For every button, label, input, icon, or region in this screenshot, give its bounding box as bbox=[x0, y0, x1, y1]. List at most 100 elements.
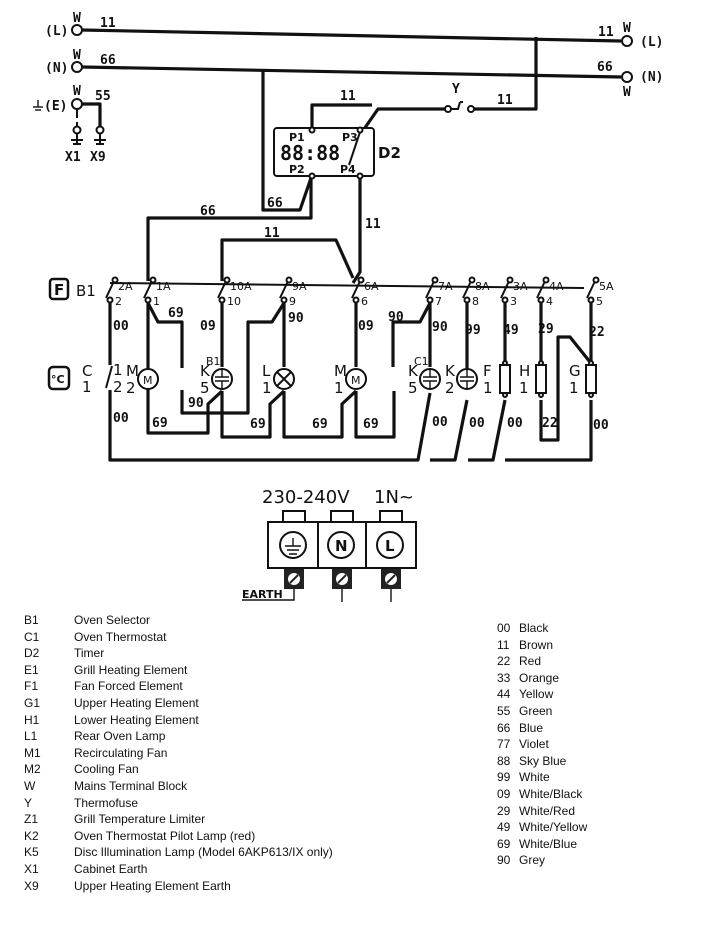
terminal-label: 2 bbox=[115, 295, 122, 308]
earth-label: EARTH bbox=[242, 588, 283, 601]
wire-code-label: 22 bbox=[589, 325, 605, 340]
component-desc: Mains Terminal Block bbox=[74, 778, 188, 793]
label-l-left: (L) bbox=[45, 24, 68, 39]
terminal-label: 10 bbox=[227, 295, 241, 308]
component-desc: Disc Illumination Lamp (Model 6AKP613/IX… bbox=[74, 845, 333, 860]
component-desc: Timer bbox=[74, 646, 105, 661]
component-code: X9 bbox=[24, 878, 39, 893]
colour-code: 29 bbox=[497, 803, 511, 818]
component-f1: F1 bbox=[483, 360, 511, 398]
component-desc: Fan Forced Element bbox=[74, 679, 183, 694]
colour-code: 90 bbox=[497, 853, 511, 868]
contact-label: 6A bbox=[364, 280, 379, 293]
wire-code-label: 90 bbox=[388, 310, 404, 325]
wire-code-label: 66 bbox=[267, 196, 283, 211]
component-desc: Upper Heating Element Earth bbox=[74, 878, 231, 893]
terminal-label: 4 bbox=[546, 295, 553, 308]
colour-name: Yellow bbox=[519, 687, 554, 702]
component-num: 1 bbox=[334, 379, 344, 397]
terminal-label: 5 bbox=[596, 295, 603, 308]
terminal-n-left bbox=[71, 61, 83, 73]
component-desc: Upper Heating Element bbox=[74, 695, 199, 710]
component-code: E1 bbox=[24, 662, 39, 677]
component-desc: Grill Temperature Limiter bbox=[74, 812, 206, 827]
thermostat-symbol: °C bbox=[51, 373, 65, 386]
supply-terminal-block: 230-240V 1N~ N L EARTH bbox=[242, 487, 417, 602]
component-desc: Grill Heating Element bbox=[74, 662, 188, 677]
label-x1: X1 bbox=[65, 150, 81, 165]
wire-code-label: 69 bbox=[312, 417, 328, 432]
legend-component-item: X9 Upper Heating Element Earth bbox=[24, 878, 333, 895]
wire-code-label: 09 bbox=[358, 319, 374, 334]
colour-code: 66 bbox=[497, 720, 511, 735]
label-n-right: (N) bbox=[640, 70, 663, 85]
component-code: C1 bbox=[24, 629, 40, 644]
component-m2: MM2 bbox=[126, 362, 159, 397]
component-num: 1 bbox=[262, 379, 272, 397]
label-w: W bbox=[623, 85, 631, 100]
selector-contact: 3A3 bbox=[500, 276, 528, 308]
colour-name: Brown bbox=[519, 637, 554, 652]
colour-code: 49 bbox=[497, 820, 511, 835]
wire-66-selector bbox=[146, 178, 313, 281]
label-e: (E) bbox=[44, 99, 67, 114]
contact-label: 1A bbox=[156, 280, 171, 293]
component-num: 1 bbox=[519, 379, 529, 397]
selector-contact: 8A8 bbox=[462, 276, 490, 308]
colour-name: Orange bbox=[519, 670, 560, 685]
motor-glyph: M bbox=[143, 374, 153, 387]
component-desc: Cabinet Earth bbox=[74, 861, 148, 876]
selector-contact: 7A7 bbox=[425, 276, 453, 308]
earth-symbol-icon bbox=[71, 134, 106, 145]
wire-code-label: 00 bbox=[507, 416, 523, 431]
colour-code: 00 bbox=[497, 621, 511, 635]
component-desc: Oven Thermostat bbox=[74, 629, 167, 644]
component-letter: L bbox=[262, 362, 271, 380]
thermostat-switch bbox=[105, 365, 113, 389]
component-code: D2 bbox=[24, 646, 40, 661]
component-desc: Recirculating Fan bbox=[74, 745, 168, 760]
component-num: 5 bbox=[200, 379, 210, 397]
terminal-n-right bbox=[621, 71, 633, 83]
wire-66-neutral-timer bbox=[261, 70, 313, 212]
component-h1: H1 bbox=[519, 360, 547, 398]
colour-name: White/Red bbox=[519, 803, 576, 818]
component-num: 1 bbox=[483, 379, 493, 397]
wire-code-label: 49 bbox=[503, 323, 519, 338]
label-w: W bbox=[623, 21, 631, 36]
wire-11-fuse bbox=[474, 37, 538, 111]
component-code: M2 bbox=[24, 762, 41, 777]
legend-component-item: D2 Timer bbox=[24, 645, 333, 662]
contact-label: 3A bbox=[513, 280, 528, 293]
wire-code-label: 11 bbox=[340, 89, 356, 104]
wire-code-label: 11 bbox=[100, 16, 116, 31]
earth-terminal-icon bbox=[285, 538, 301, 555]
wire-11-p4 bbox=[351, 178, 362, 284]
component-code: F1 bbox=[24, 679, 39, 694]
thermofuse-icon bbox=[451, 101, 463, 110]
colour-code: 09 bbox=[497, 786, 511, 801]
wire-code-label: 55 bbox=[95, 89, 111, 104]
component-num: 2 bbox=[126, 379, 136, 397]
terminal-label: 9 bbox=[289, 295, 296, 308]
wire-code-label: 09 bbox=[200, 319, 216, 334]
component-letter: M bbox=[334, 362, 347, 380]
label-d2: D2 bbox=[378, 144, 401, 162]
colour-name: White bbox=[519, 770, 550, 785]
contact-label: 4A bbox=[549, 280, 564, 293]
component-num: 2 bbox=[445, 379, 455, 397]
contact-label: 7A bbox=[438, 280, 453, 293]
component-num: 5 bbox=[408, 379, 418, 397]
label-w: W bbox=[73, 48, 81, 63]
motor-glyph: M bbox=[351, 374, 361, 387]
